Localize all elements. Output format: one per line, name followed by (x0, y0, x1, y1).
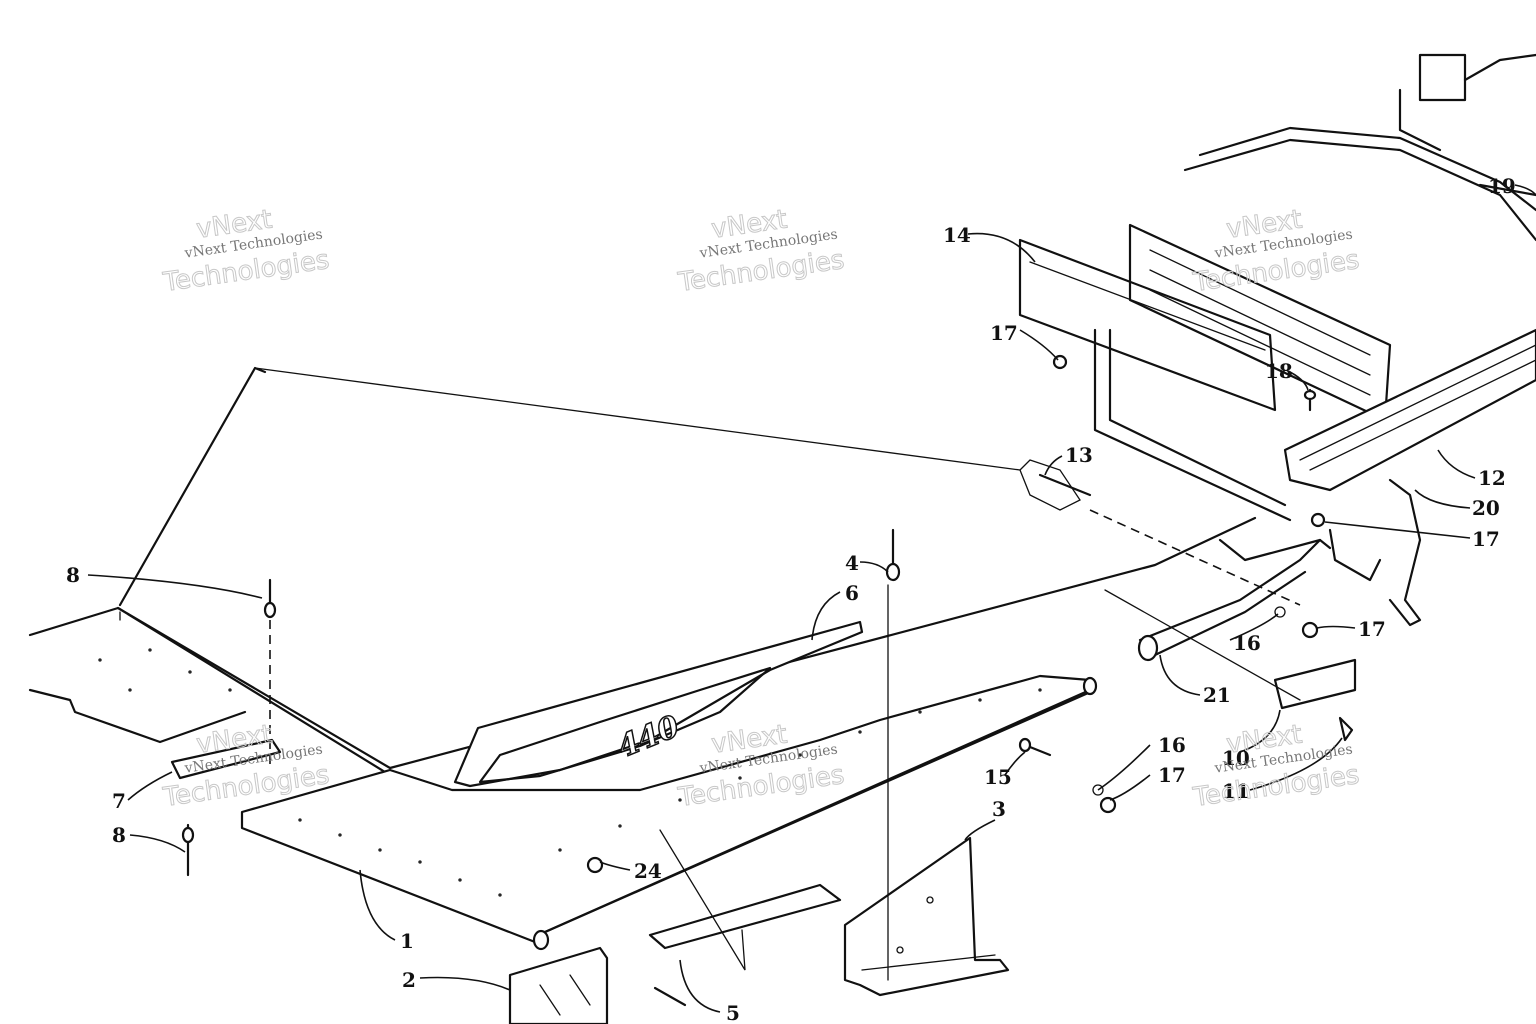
callout-14: 14 (943, 223, 971, 247)
callout-10: 10 (1222, 746, 1250, 770)
callout-17-upper: 17 (990, 321, 1018, 345)
callout-5: 5 (726, 1001, 740, 1024)
callout-18: 18 (1265, 359, 1293, 383)
bracket-3 (843, 836, 1010, 997)
plate-5 (648, 829, 842, 971)
bumper-bar (1137, 538, 1332, 662)
callout-4: 4 (845, 551, 859, 575)
callout-labels: 8 7 8 1 2 5 4 6 24 3 15 16 17 21 16 17 1… (66, 174, 1516, 1024)
callout-11: 11 (1222, 779, 1250, 803)
callout-3: 3 (992, 797, 1006, 821)
fasteners (181, 354, 1354, 1007)
rear-rack (1018, 53, 1536, 522)
callout-16-upper: 16 (1233, 631, 1261, 655)
callout-1: 1 (400, 929, 414, 953)
side-bracket (1328, 478, 1422, 627)
callout-6: 6 (845, 581, 859, 605)
callout-17-right: 17 (1358, 617, 1386, 641)
callout-21: 21 (1203, 683, 1231, 707)
callout-17-rack: 17 (1472, 527, 1500, 551)
leader-lines (87, 184, 1536, 1013)
mud-flap-2 (508, 946, 609, 1024)
callout-20: 20 (1472, 496, 1500, 520)
callout-24: 24 (634, 859, 662, 883)
callout-17-lower: 17 (1158, 763, 1186, 787)
callout-16-lower: 16 (1158, 733, 1186, 757)
perforation-dots (98, 648, 1042, 897)
reflector-10 (1273, 658, 1357, 710)
callout-2: 2 (402, 968, 416, 992)
callout-15: 15 (984, 765, 1012, 789)
callout-8-bottom: 8 (112, 823, 126, 847)
flap-plate (28, 366, 1257, 951)
callout-12: 12 (1478, 466, 1506, 490)
callout-13: 13 (1065, 443, 1093, 467)
bracket-7 (170, 738, 282, 780)
callout-8-top: 8 (66, 563, 80, 587)
callout-7: 7 (112, 789, 126, 813)
callout-19: 19 (1488, 174, 1516, 198)
